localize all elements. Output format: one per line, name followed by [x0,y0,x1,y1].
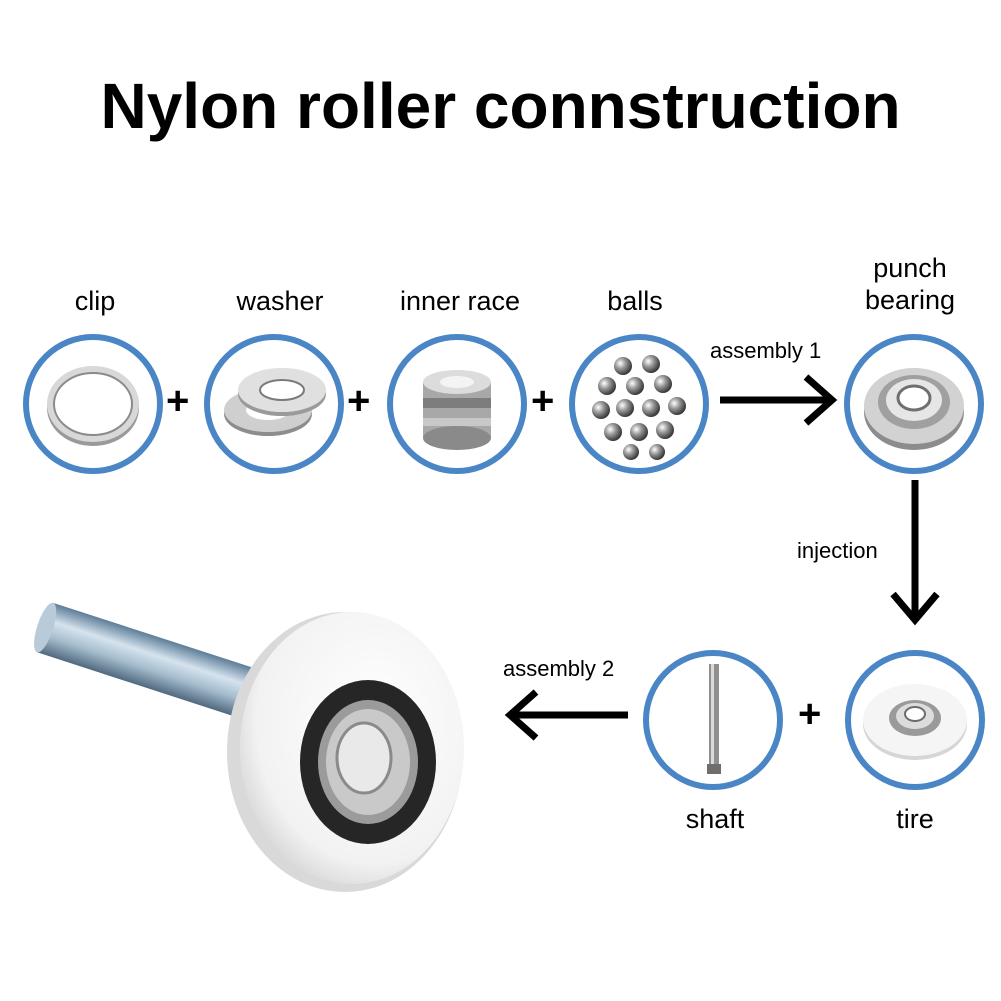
arrow-assembly-2 [504,689,628,741]
plus-sign: + [347,379,371,423]
punch-bearing-icon [844,334,984,474]
balls-icon [569,334,709,474]
label-inner-race: inner race [399,286,521,316]
plus-sign: + [166,379,190,423]
label-tire: tire [896,804,934,834]
arrow-assembly-1 [720,374,838,426]
clip-icon [23,334,163,474]
label-assembly-2: assembly 2 [503,656,615,681]
label-injection: injection [797,538,878,563]
shaft-icon [643,650,783,790]
washer-icon [204,334,344,474]
label-washer: washer [236,286,324,316]
tire-icon [845,650,985,790]
label-punch-bearing: punch bearing [864,253,956,315]
label-shaft: shaft [685,804,745,834]
label-balls: balls [607,286,663,316]
diagram-title: Nylon roller connstruction [100,70,901,142]
plus-sign: + [531,379,555,423]
arrow-injection [890,480,940,626]
label-assembly-1: assembly 1 [710,338,822,363]
label-clip: clip [74,286,116,316]
plus-sign: + [798,692,822,736]
inner-race-icon [387,334,527,474]
